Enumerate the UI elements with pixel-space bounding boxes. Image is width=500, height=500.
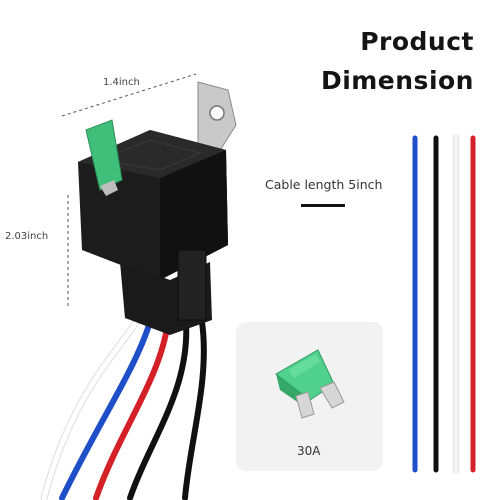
mounting-tab — [197, 81, 237, 161]
cable-length-label: Cable length 5inch — [265, 177, 383, 192]
cable-color-strips — [412, 135, 476, 473]
fuse-icon — [275, 349, 345, 419]
width-dimension-label: 1.4inch — [103, 77, 140, 88]
accent-bar — [301, 204, 345, 207]
wire-harness — [40, 316, 207, 500]
height-dimension-label: 2.03inch — [5, 231, 49, 242]
fuse-rating-label: 30A — [297, 444, 321, 458]
relay-fuse-icon — [85, 119, 123, 196]
title-line-1: Product — [360, 27, 474, 56]
title-line-2: Dimension — [320, 66, 474, 95]
fuse-card — [236, 322, 383, 471]
